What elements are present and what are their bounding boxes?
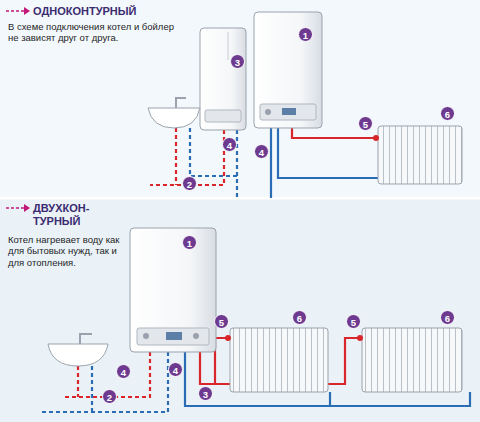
callout-number: 6 [440, 310, 455, 325]
callout-number: 5 [346, 314, 361, 329]
callout-number: 4 [168, 362, 183, 377]
callout-number: 4 [222, 137, 237, 152]
sink [48, 334, 108, 366]
callout-number: 5 [214, 314, 229, 329]
callout-number: 3 [198, 386, 213, 401]
water-heater [200, 28, 246, 130]
callout-number: 2 [182, 176, 197, 191]
callout-number: 1 [182, 235, 197, 250]
callout-number: 2 [102, 389, 117, 404]
callout-number: 1 [298, 27, 313, 42]
boiler [254, 12, 322, 128]
description: Котел нагревает воду как для бытовых нуж… [8, 234, 120, 268]
pipes [150, 128, 378, 198]
boiler [130, 228, 216, 352]
callout-number: 5 [358, 116, 373, 131]
callout-number: 4 [116, 364, 131, 379]
callout-number: 6 [292, 310, 307, 325]
callout-number: 6 [440, 106, 455, 121]
radiator [373, 126, 462, 184]
heading: ОДНОКОНТУРНЫЙ [33, 5, 183, 18]
callout-number: 4 [254, 144, 269, 159]
radiator [357, 328, 462, 392]
description: В схеме подключения котел и бойлер не за… [8, 21, 183, 44]
radiator [225, 328, 328, 392]
callout-number: 3 [230, 54, 245, 69]
heading: ДВУХКОН- ТУРНЫЙ [33, 202, 105, 227]
sink [148, 98, 200, 128]
